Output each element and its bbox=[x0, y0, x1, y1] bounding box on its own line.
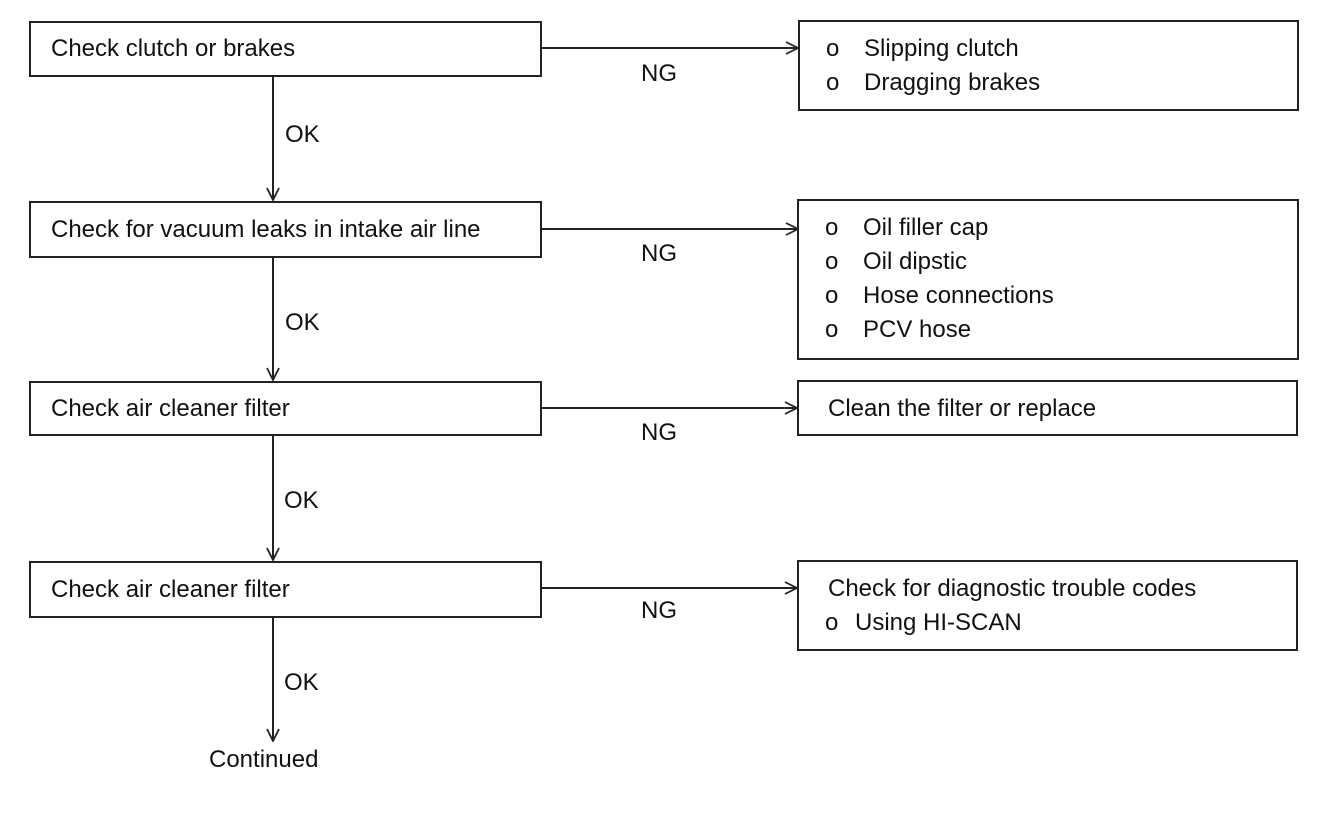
bullet-marker: o bbox=[825, 248, 839, 275]
result-item-text: Hose connections bbox=[863, 282, 1054, 309]
continued-label: Continued bbox=[209, 746, 319, 773]
ng-result-box: Clean the filter or replace bbox=[797, 380, 1298, 436]
result-item-text: Check for diagnostic trouble codes bbox=[828, 575, 1197, 602]
bullet-marker: o bbox=[825, 214, 839, 241]
result-item: Clean the filter or replace bbox=[825, 392, 1296, 426]
result-item-text: Clean the filter or replace bbox=[828, 395, 1097, 422]
bullet-marker: o bbox=[826, 35, 840, 62]
check-step-box: Check clutch or brakes bbox=[29, 21, 542, 77]
check-step-label: Check for vacuum leaks in intake air lin… bbox=[51, 215, 481, 243]
ng-label: NG bbox=[641, 240, 677, 267]
check-step-box: Check for vacuum leaks in intake air lin… bbox=[29, 201, 542, 258]
result-item-text: Using HI-SCAN bbox=[855, 609, 1022, 636]
bullet-marker: o bbox=[825, 609, 839, 636]
bullet-marker: o bbox=[825, 282, 839, 309]
check-step-label: Check air cleaner filter bbox=[51, 394, 290, 422]
result-item-text: PCV hose bbox=[863, 316, 972, 343]
ok-label: OK bbox=[285, 309, 320, 336]
result-item: Check for diagnostic trouble codes bbox=[825, 572, 1296, 606]
result-item: o Hose connections bbox=[825, 279, 1297, 313]
result-item-text: Oil filler cap bbox=[863, 214, 989, 241]
ng-result-box: Check for diagnostic trouble codes o Usin… bbox=[797, 560, 1298, 651]
result-item: o Dragging brakes bbox=[826, 66, 1297, 100]
check-step-box: Check air cleaner filter bbox=[29, 561, 542, 618]
result-item: o Using HI-SCAN bbox=[825, 606, 1296, 640]
ok-label: OK bbox=[284, 669, 319, 696]
result-item-text: Oil dipstic bbox=[863, 248, 968, 275]
result-item: o Oil filler cap bbox=[825, 211, 1297, 245]
ng-label: NG bbox=[641, 419, 677, 446]
result-item-text: Dragging brakes bbox=[864, 69, 1041, 96]
check-step-box: Check air cleaner filter bbox=[29, 381, 542, 436]
result-item: o Oil dipstic bbox=[825, 245, 1297, 279]
ng-label: NG bbox=[641, 60, 677, 87]
ok-label: OK bbox=[285, 121, 320, 148]
bullet-marker: o bbox=[826, 69, 840, 96]
ok-label: OK bbox=[284, 487, 319, 514]
bullet-marker: o bbox=[825, 316, 839, 343]
ng-label: NG bbox=[641, 597, 677, 624]
check-step-label: Check clutch or brakes bbox=[51, 35, 296, 62]
result-item: o Slipping clutch bbox=[826, 32, 1297, 66]
check-step-label: Check air cleaner filter bbox=[51, 575, 290, 603]
result-item-text: Slipping clutch bbox=[864, 35, 1019, 62]
result-item: o PCV hose bbox=[825, 313, 1297, 347]
